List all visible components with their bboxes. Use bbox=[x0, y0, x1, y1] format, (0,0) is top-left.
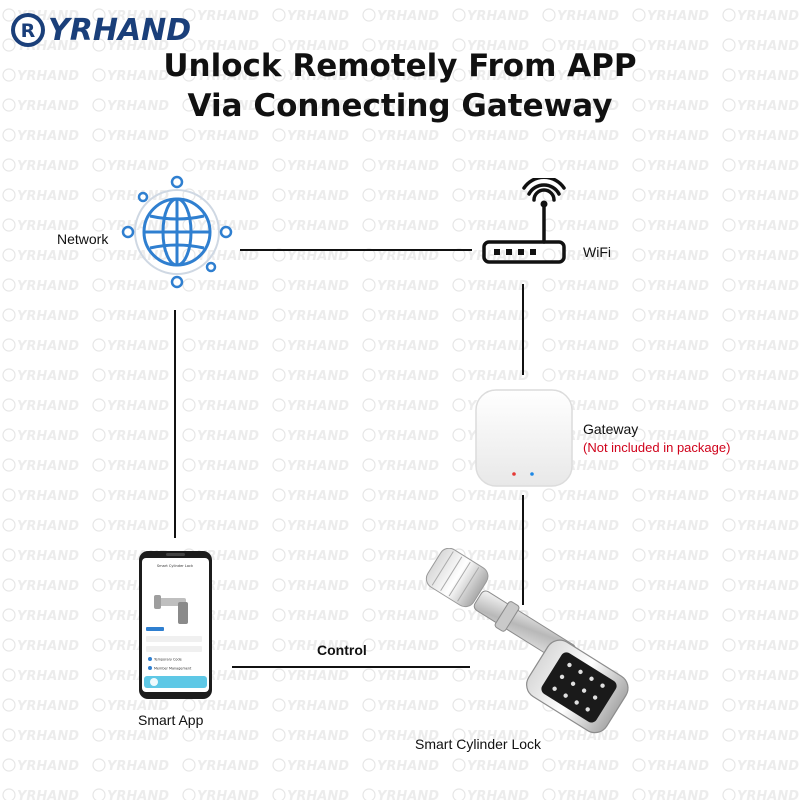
smartphone: Smart Cylinder Lock Temporary Code Membe… bbox=[139, 551, 212, 699]
gateway-led-blue bbox=[530, 472, 534, 476]
page-title-line1: Unlock Remotely From APP bbox=[163, 48, 637, 84]
brand-name: YRHAND bbox=[48, 12, 192, 48]
control-label: Control bbox=[317, 642, 367, 658]
phone-screen-title: Smart Cylinder Lock bbox=[157, 564, 194, 568]
brand-logo: R YRHAND bbox=[10, 12, 191, 48]
router-icon bbox=[482, 178, 566, 264]
wifi-label: WiFi bbox=[583, 244, 611, 260]
gateway-led-red bbox=[512, 472, 516, 476]
phone-menu-item-2: Member Management bbox=[154, 667, 192, 671]
app-label: Smart App bbox=[138, 712, 204, 728]
brand-logo-letter: R bbox=[21, 20, 36, 42]
gateway-device bbox=[475, 389, 573, 487]
phone-lock-image bbox=[154, 595, 188, 624]
lock-label: Smart Cylinder Lock bbox=[415, 736, 542, 752]
page-title-line2: Via Connecting Gateway bbox=[187, 88, 613, 124]
gateway-label: Gateway bbox=[583, 421, 639, 437]
globe-icon bbox=[121, 175, 233, 289]
brand-logo-icon: R bbox=[11, 13, 45, 47]
phone-menu-item-1: Temporary Code bbox=[153, 658, 182, 662]
network-label: Network bbox=[57, 231, 109, 247]
cylinder-lock bbox=[425, 548, 629, 734]
gateway-note: (Not included in package) bbox=[583, 440, 731, 455]
